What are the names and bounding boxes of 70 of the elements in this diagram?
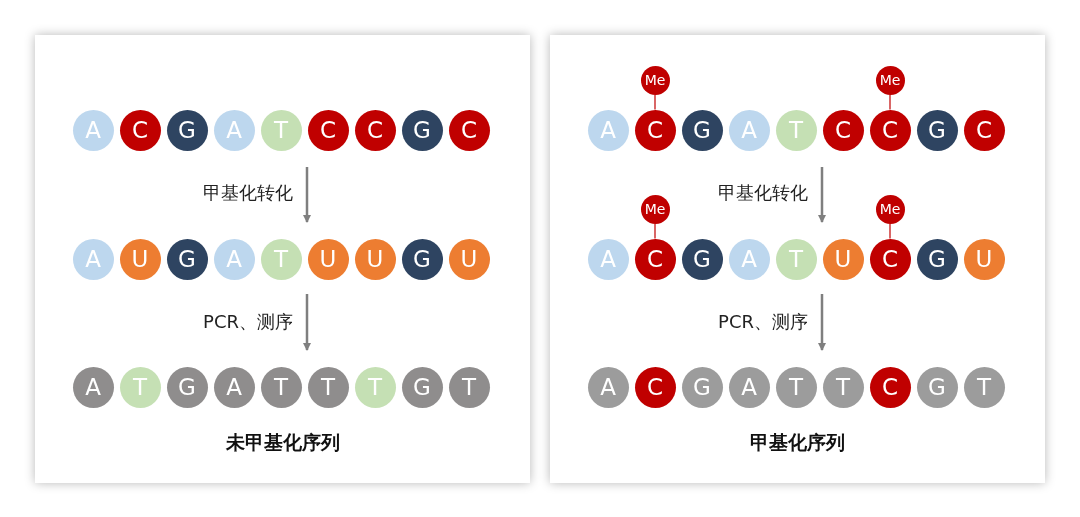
- connector-line: [654, 222, 656, 240]
- methyl-circle: Me: [875, 194, 905, 224]
- nucleotide-circle: C: [119, 109, 161, 151]
- connector-line: [654, 93, 656, 111]
- nucleotide-circle: U: [119, 238, 161, 280]
- panel-card: [550, 35, 1045, 483]
- nucleotide-circle: A: [213, 238, 255, 280]
- nucleotide-circle: C: [448, 109, 490, 151]
- step-label: PCR、测序: [203, 310, 293, 334]
- step-label: PCR、测序: [718, 310, 808, 334]
- panel-caption: 未甲基化序列: [224, 430, 341, 455]
- nucleotide-circle: A: [72, 366, 114, 408]
- nucleotide-circle: T: [822, 366, 864, 408]
- methyl-circle: Me: [875, 65, 905, 95]
- nucleotide-circle: A: [587, 366, 629, 408]
- nucleotide-circle: A: [587, 109, 629, 151]
- nucleotide-circle: G: [401, 366, 443, 408]
- nucleotide-circle: A: [72, 238, 114, 280]
- nucleotide-circle: T: [775, 238, 817, 280]
- nucleotide-circle: T: [260, 366, 302, 408]
- step-label: 甲基化转化: [203, 181, 293, 205]
- nucleotide-circle: G: [166, 238, 208, 280]
- nucleotide-circle: T: [260, 238, 302, 280]
- nucleotide-circle: G: [916, 109, 958, 151]
- nucleotide-circle: U: [822, 238, 864, 280]
- nucleotide-circle: G: [681, 366, 723, 408]
- nucleotide-circle: G: [401, 109, 443, 151]
- nucleotide-circle: G: [681, 238, 723, 280]
- nucleotide-circle: T: [775, 109, 817, 151]
- nucleotide-circle: U: [963, 238, 1005, 280]
- nucleotide-circle: T: [963, 366, 1005, 408]
- nucleotide-circle: C: [634, 109, 676, 151]
- nucleotide-circle: T: [448, 366, 490, 408]
- nucleotide-circle: A: [213, 366, 255, 408]
- nucleotide-circle: U: [307, 238, 349, 280]
- nucleotide-circle: A: [213, 109, 255, 151]
- nucleotide-circle: A: [728, 238, 770, 280]
- methyl-circle: Me: [640, 65, 670, 95]
- nucleotide-circle: T: [260, 109, 302, 151]
- nucleotide-circle: G: [916, 366, 958, 408]
- nucleotide-circle: T: [775, 366, 817, 408]
- nucleotide-circle: A: [587, 238, 629, 280]
- nucleotide-circle: A: [728, 366, 770, 408]
- nucleotide-circle: G: [916, 238, 958, 280]
- nucleotide-circle: A: [728, 109, 770, 151]
- nucleotide-circle: C: [354, 109, 396, 151]
- nucleotide-circle: C: [307, 109, 349, 151]
- step-label: 甲基化转化: [718, 181, 808, 205]
- nucleotide-circle: G: [166, 366, 208, 408]
- nucleotide-circle: C: [869, 366, 911, 408]
- nucleotide-circle: U: [448, 238, 490, 280]
- nucleotide-circle: T: [119, 366, 161, 408]
- panel-card: [35, 35, 530, 483]
- nucleotide-circle: A: [72, 109, 114, 151]
- methyl-circle: Me: [640, 194, 670, 224]
- nucleotide-circle: U: [354, 238, 396, 280]
- nucleotide-circle: C: [634, 366, 676, 408]
- nucleotide-circle: G: [166, 109, 208, 151]
- nucleotide-circle: C: [869, 238, 911, 280]
- nucleotide-circle: T: [307, 366, 349, 408]
- nucleotide-circle: C: [822, 109, 864, 151]
- nucleotide-circle: G: [681, 109, 723, 151]
- connector-line: [889, 93, 891, 111]
- connector-line: [889, 222, 891, 240]
- panel-caption: 甲基化序列: [749, 430, 846, 455]
- nucleotide-circle: C: [869, 109, 911, 151]
- nucleotide-circle: C: [634, 238, 676, 280]
- nucleotide-circle: G: [401, 238, 443, 280]
- nucleotide-circle: T: [354, 366, 396, 408]
- nucleotide-circle: C: [963, 109, 1005, 151]
